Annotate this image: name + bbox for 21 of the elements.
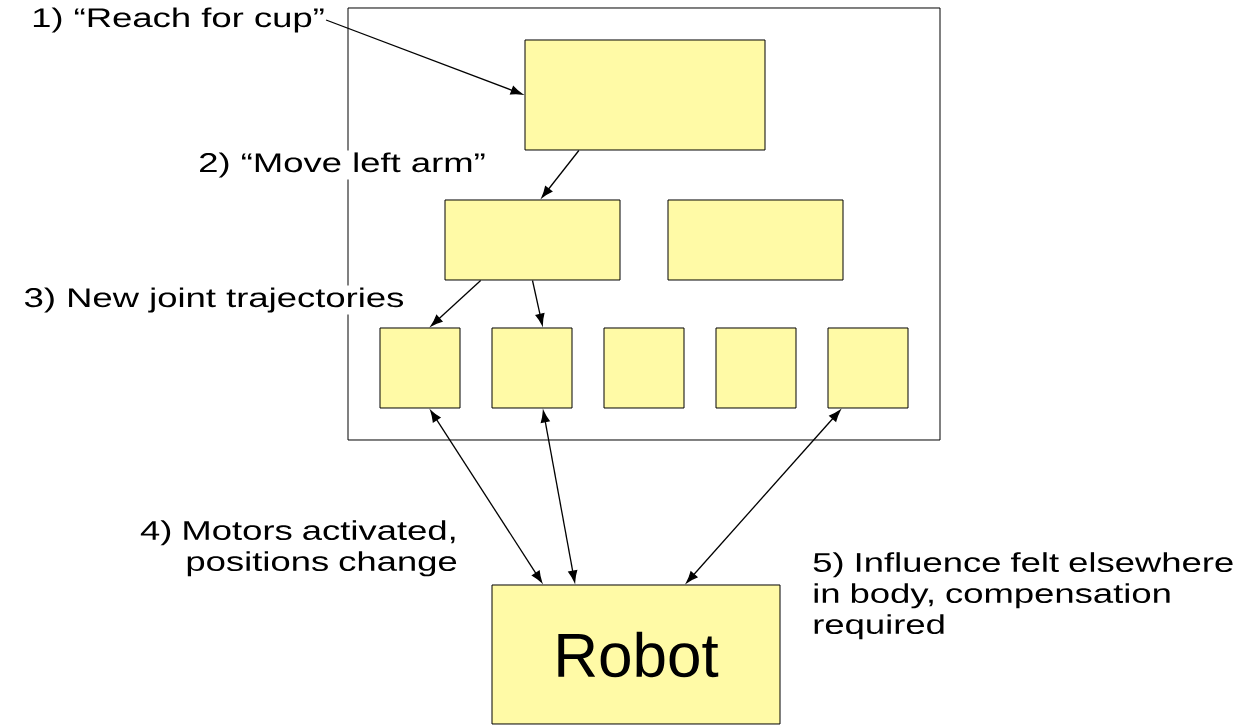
- arrow: [531, 279, 545, 326]
- arrow: [430, 410, 543, 583]
- instruction-text: 1) “Reach for cup”: [33, 7, 324, 33]
- arrow: [325, 19, 523, 95]
- arrow: [430, 279, 482, 327]
- step-label: 5) Influence felt elsewhere in body, compensation required: [813, 552, 1233, 640]
- process-box: [444, 199, 621, 281]
- process-box: [603, 327, 685, 409]
- process-box: [827, 327, 909, 409]
- process-box: [524, 39, 766, 151]
- process-box: [715, 327, 797, 409]
- step-label: 4) Motors activated, positions change: [140, 520, 457, 577]
- step-label: 3) New joint trajectories: [21, 285, 407, 315]
- process-box: [667, 199, 844, 281]
- process-box: [491, 327, 573, 409]
- arrow: [686, 409, 841, 584]
- process-box: [379, 327, 461, 409]
- step-label: 2) “Move left arm”: [196, 150, 488, 180]
- robot-box: Robot: [491, 584, 781, 725]
- arrow: [541, 149, 580, 198]
- arrow: [540, 410, 578, 583]
